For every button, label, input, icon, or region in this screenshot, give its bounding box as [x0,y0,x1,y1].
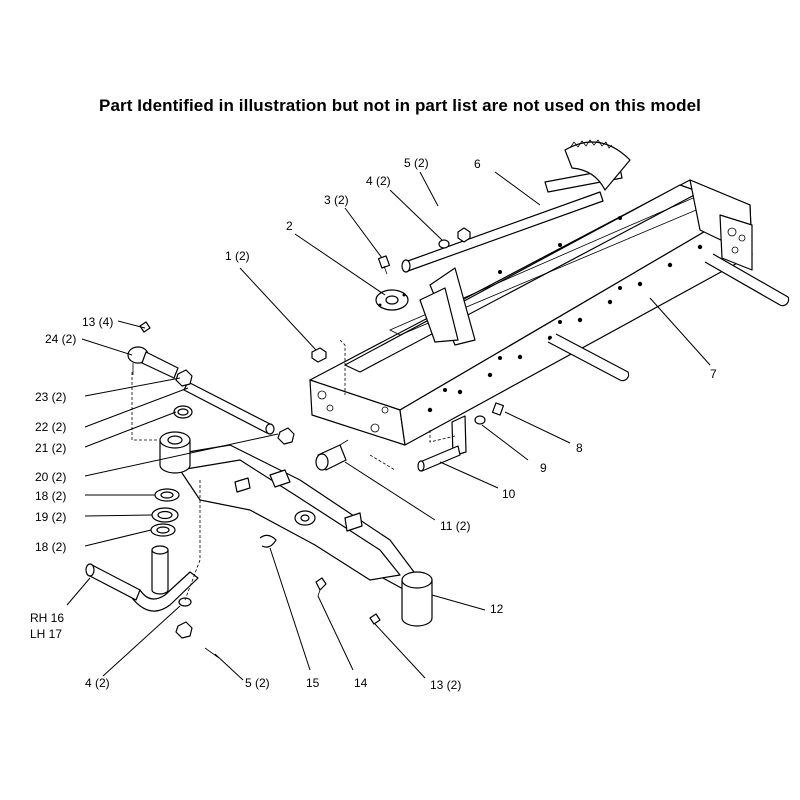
callout-10: 10 [502,487,516,501]
callout-6: 6 [474,157,481,171]
callout-19: 19 (2) [35,510,66,524]
callout-20: 20 (2) [35,470,66,484]
rock-shaft [401,139,631,273]
callout-labels: 1 (2) 2 3 (2) 4 (2) 5 (2) 6 7 8 9 10 11 … [30,156,717,692]
callout-2: 2 [286,219,293,233]
hardware-bottom [259,534,381,625]
callout-18-upper: 18 (2) [35,489,66,503]
bearing-flange [375,289,409,311]
tie-rod-assembly [127,321,349,471]
callout-23: 23 (2) [35,390,66,404]
callout-5-bottom: 5 (2) [245,676,270,690]
callout-12: 12 [490,602,504,616]
callout-11: 11 (2) [440,519,470,533]
callout-21: 21 (2) [35,441,66,455]
callout-7: 7 [710,367,717,381]
callout-24: 24 (2) [45,332,76,346]
callout-9: 9 [540,461,547,475]
header-note: Part Identified in illustration but not … [99,96,701,115]
callout-22: 22 (2) [35,420,66,434]
frame-bracket [419,267,476,346]
front-axle [159,431,433,627]
callout-5-top: 5 (2) [404,156,429,170]
callout-1: 1 (2) [225,249,250,263]
callout-lh-17: LH 17 [30,627,62,641]
leader-lines [66,171,711,681]
pivot-bracket-assembly [417,402,505,472]
hardware-top [311,227,471,363]
callout-18-lower: 18 (2) [35,540,66,554]
callout-14: 14 [354,676,368,690]
callout-4-top: 4 (2) [366,174,391,188]
callout-3: 3 (2) [324,193,349,207]
callout-13-top: 13 (4) [82,315,113,329]
callout-4-bottom: 4 (2) [85,676,110,690]
callout-8: 8 [576,441,583,455]
spindle-assembly [85,488,220,659]
callout-13-bottom: 13 (2) [430,678,461,692]
callout-15: 15 [306,676,320,690]
callout-rh-16: RH 16 [30,611,64,625]
